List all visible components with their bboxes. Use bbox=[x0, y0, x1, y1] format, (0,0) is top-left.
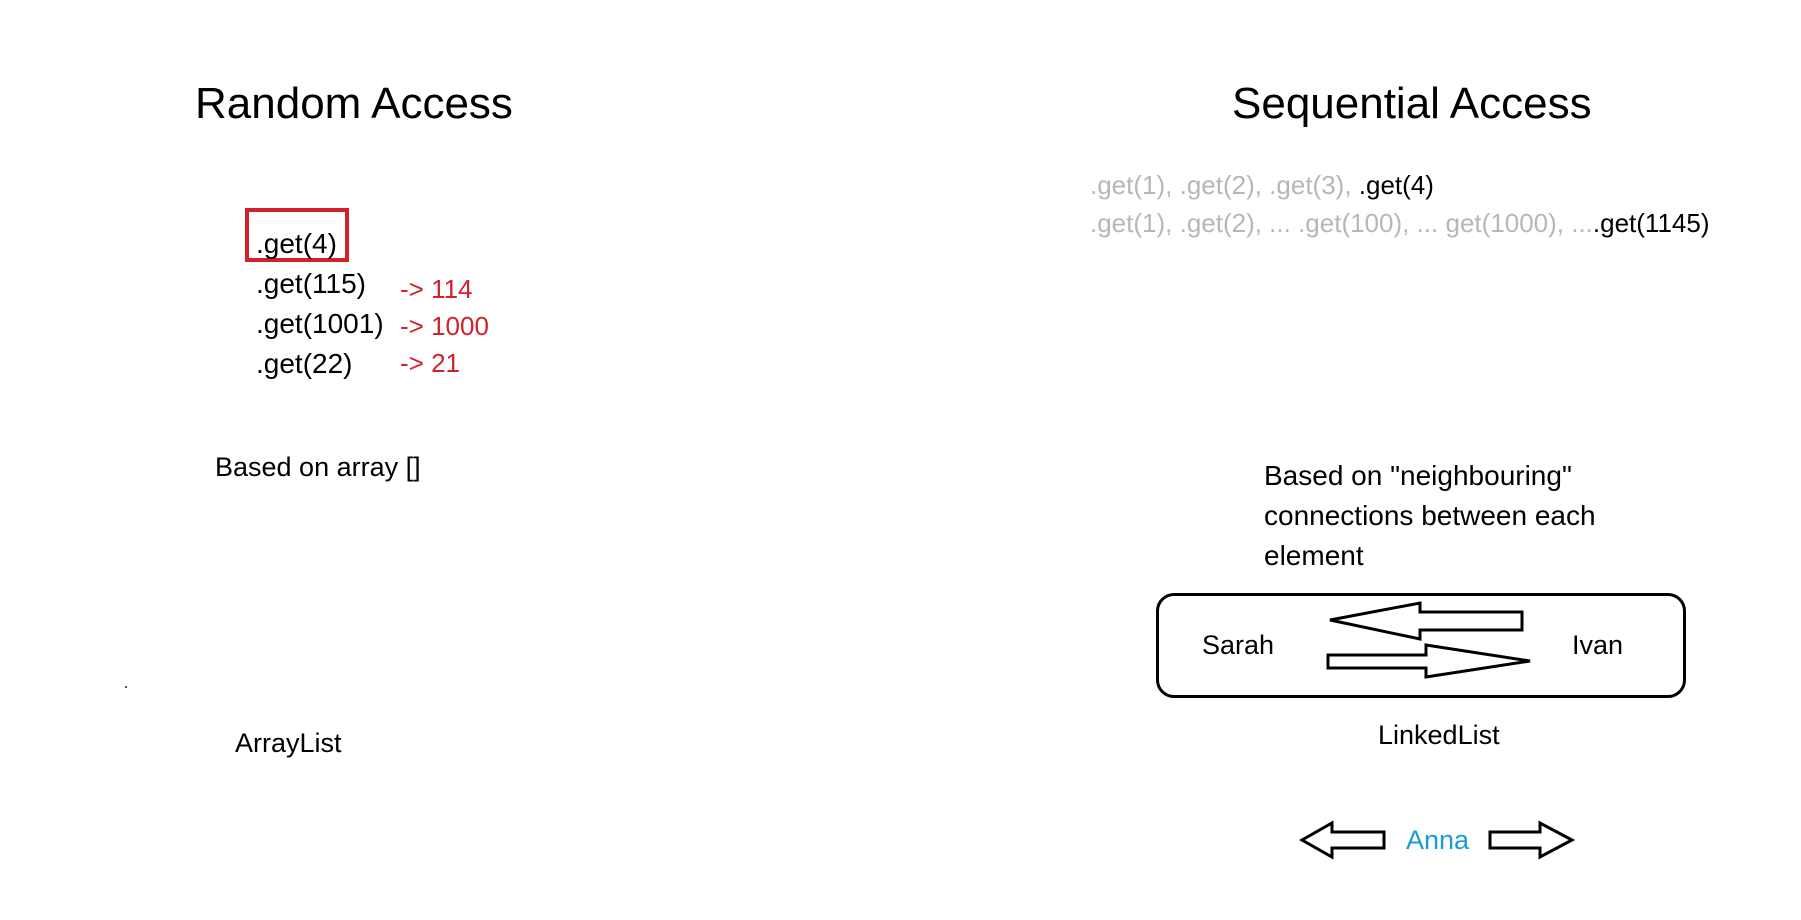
call-get-1001: .get(1001) bbox=[256, 308, 384, 339]
right-neighbour-arrow-icon bbox=[1488, 820, 1576, 860]
stray-dot bbox=[125, 686, 127, 688]
sequential-line-1-muted: .get(1), .get(2), .get(3), bbox=[1090, 170, 1359, 200]
linkedlist-label: LinkedList bbox=[1378, 720, 1500, 750]
sequential-line-1-target: .get(4) bbox=[1358, 170, 1434, 200]
highlight-box bbox=[245, 208, 349, 262]
sequential-line-1: .get(1), .get(2), .get(3), .get(4) bbox=[1090, 172, 1434, 198]
array-basis-text: Based on array [] bbox=[215, 452, 421, 482]
index-1000: -> 1000 bbox=[400, 311, 489, 341]
node-sarah: Sarah bbox=[1202, 630, 1275, 660]
sequential-line-2-target: .get(1145) bbox=[1592, 208, 1710, 238]
linked-nodes-box bbox=[1156, 593, 1686, 698]
random-access-title: Random Access bbox=[195, 79, 513, 128]
sequential-line-2-muted: .get(1), .get(2), ... .get(100), ... get… bbox=[1090, 208, 1593, 238]
linked-basis-text: Based on "neighbouring" connections betw… bbox=[1264, 460, 1596, 571]
sequential-line-2: .get(1), .get(2), ... .get(100), ... get… bbox=[1090, 210, 1710, 236]
sequential-access-title: Sequential Access bbox=[1232, 79, 1592, 128]
arraylist-label: ArrayList bbox=[235, 728, 342, 758]
left-neighbour-arrow-icon bbox=[1298, 820, 1386, 860]
index-21: -> 21 bbox=[400, 348, 460, 378]
node-ivan: Ivan bbox=[1572, 630, 1624, 660]
right-arrow-icon bbox=[1326, 643, 1531, 679]
call-get-115: .get(115) bbox=[256, 268, 366, 299]
left-arrow-icon bbox=[1329, 601, 1524, 641]
call-get-22: .get(22) bbox=[256, 348, 353, 379]
node-anna: Anna bbox=[1406, 825, 1470, 855]
call-get-4: .get(4) bbox=[256, 228, 337, 259]
index-114: -> 114 bbox=[400, 274, 473, 304]
